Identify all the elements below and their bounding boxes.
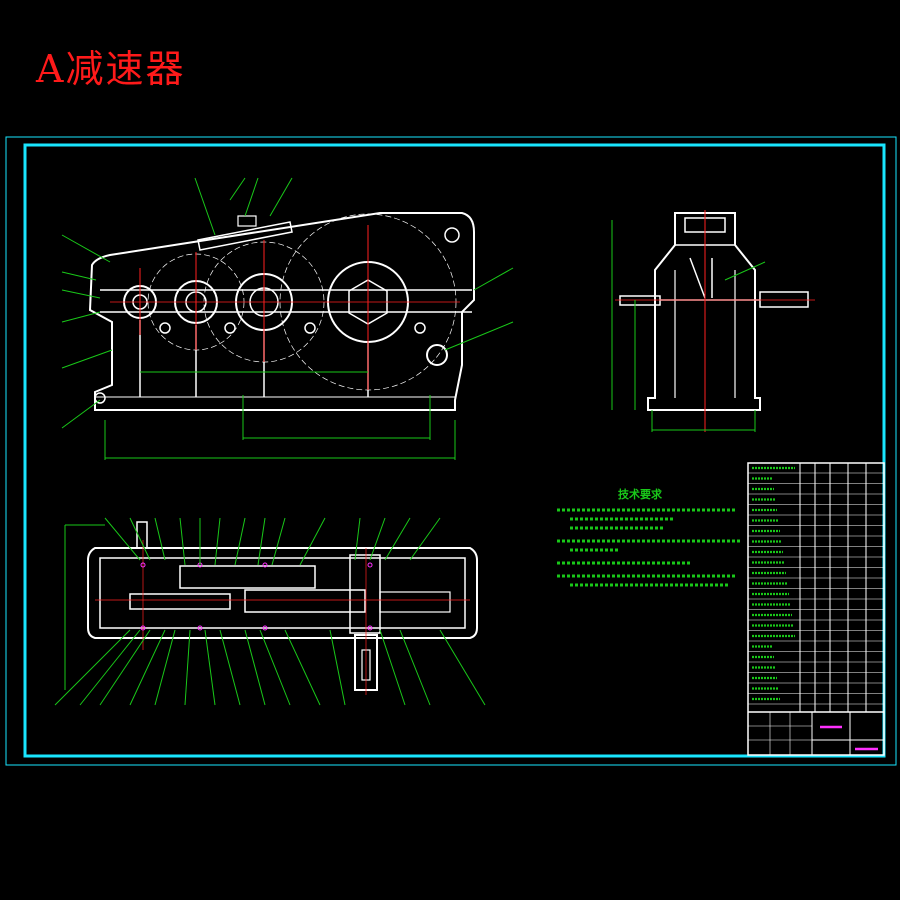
- side-view: [611, 210, 815, 432]
- parts-list: [747, 462, 885, 756]
- inner-frame: [23, 143, 886, 758]
- outer-frame: [5, 136, 897, 766]
- tech-requirements-heading: 技术要求: [618, 487, 663, 501]
- plan-view: [54, 517, 486, 706]
- front-view: [61, 177, 514, 460]
- drawing-title: A减速器: [36, 47, 186, 91]
- technical-requirements: 技术要求: [557, 487, 740, 587]
